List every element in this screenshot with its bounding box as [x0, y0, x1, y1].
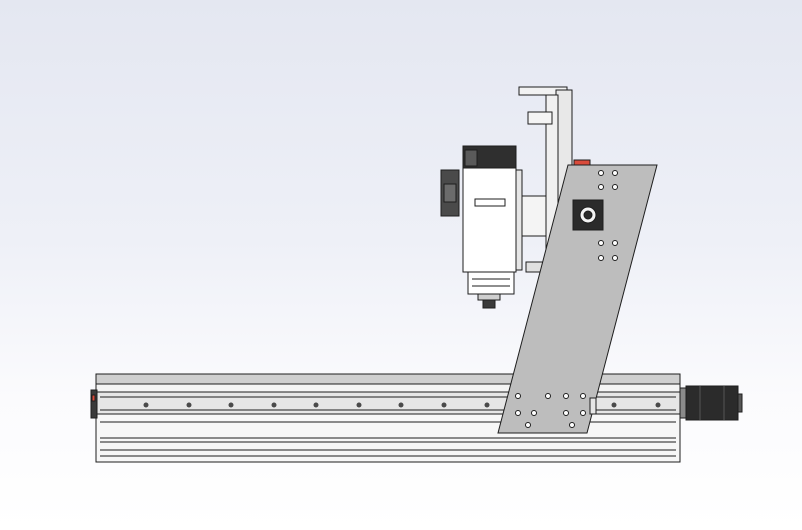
end-cap-left	[90, 389, 98, 419]
cutter-bit	[482, 299, 496, 309]
rail-bolts	[143, 402, 661, 408]
z-motor-flange	[572, 199, 604, 231]
plate-holes-bottom	[515, 393, 586, 428]
stepper-motor[interactable]	[679, 385, 743, 421]
plate-holes-top	[598, 170, 618, 261]
gantry-plate[interactable]	[497, 164, 658, 434]
rail-front-segment	[589, 397, 597, 415]
spindle-motor[interactable]	[440, 145, 547, 309]
